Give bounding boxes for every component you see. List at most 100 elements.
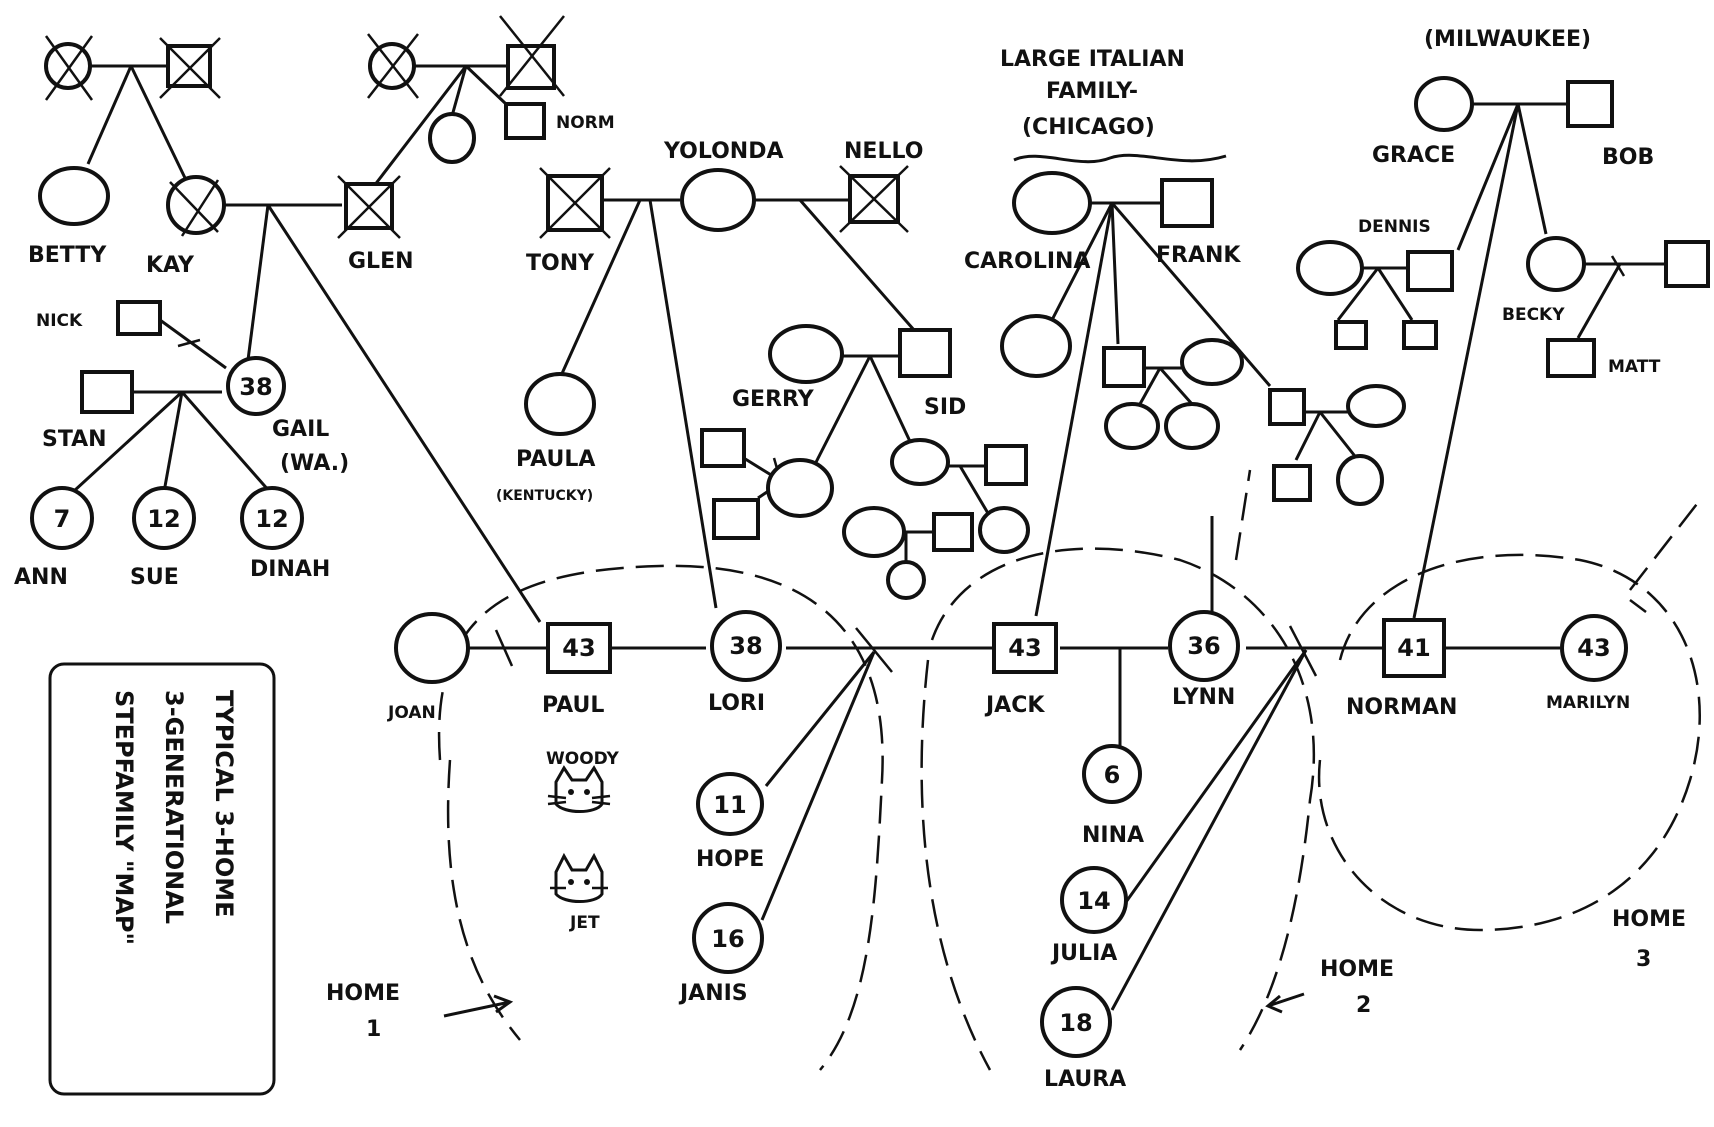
family-annotations: LARGE ITALIAN FAMILY- (CHICAGO) (MILWAUK…: [326, 27, 1686, 1042]
label-kay: KAY: [146, 253, 195, 278]
sue-age: 12: [147, 505, 180, 533]
paul-square: [546, 622, 612, 674]
label-janis: JANIS: [678, 981, 748, 1006]
label-dennis: DENNIS: [1358, 217, 1431, 237]
carolina-grandchild1-circle: [1104, 402, 1160, 450]
home-1-label: HOME: [326, 981, 400, 1006]
marilyn-age: 43: [1577, 634, 1610, 662]
hope-circle: [696, 772, 764, 836]
gerry-grandchild-spouse-square: [932, 512, 974, 552]
annotation-chicago: (CHICAGO): [1022, 115, 1155, 140]
home-2-label: HOME: [1320, 957, 1394, 982]
label-lori: LORI: [708, 691, 765, 716]
label-hope: HOPE: [696, 847, 764, 872]
gerry-daughter-circle: [766, 458, 834, 518]
label-carolina: CAROLINA: [964, 249, 1090, 274]
julia-circle: [1060, 866, 1128, 934]
carolina-son2-square: [1268, 388, 1306, 426]
norman-age: 41: [1397, 634, 1430, 662]
label-nina: NINA: [1082, 823, 1144, 848]
ann-circle: [30, 486, 94, 550]
jack-square: [992, 622, 1058, 674]
home-3-number: 3: [1636, 947, 1651, 972]
lori-circle: [710, 610, 782, 682]
label-marilyn: MARILYN: [1546, 693, 1630, 713]
cat-woody-icon: [547, 765, 611, 813]
label-bob: BOB: [1602, 145, 1654, 170]
dennis-child1-square: [1334, 320, 1368, 350]
gail-circle: [226, 356, 286, 416]
annotation-milwaukee: (MILWAUKEE): [1424, 27, 1591, 52]
label-ann: ANN: [14, 565, 68, 590]
nina-age: 6: [1104, 761, 1121, 789]
gerry-great-grandchild-circle: [886, 560, 926, 600]
julia-age: 14: [1077, 887, 1110, 915]
laura-age: 18: [1059, 1009, 1092, 1037]
sue-circle: [132, 486, 196, 550]
label-betty: BETTY: [28, 243, 107, 268]
dennis-wife-circle: [1296, 240, 1364, 296]
norm-square: [504, 102, 546, 140]
label-gail-location: (WA.): [280, 451, 349, 476]
label-nello: NELLO: [844, 139, 923, 164]
gerry-child-spouse1-square: [700, 428, 746, 468]
home-1-boundary: [437, 564, 884, 1071]
label-julia: JULIA: [1050, 941, 1117, 966]
label-woody: WOODY: [546, 749, 620, 769]
label-laura: LAURA: [1044, 1067, 1126, 1092]
home-boundaries: [437, 469, 1701, 1071]
carolina-son2-wife-circle: [1346, 384, 1406, 428]
annotation-large-italian-1: LARGE ITALIAN: [1000, 47, 1185, 72]
label-tony: TONY: [526, 251, 595, 276]
glen-sister-circle: [428, 112, 476, 164]
paul-age: 43: [562, 634, 595, 662]
label-paula-location: (KENTUCKY): [496, 488, 593, 504]
dennis-child2-square: [1402, 320, 1438, 350]
becky-circle: [1526, 236, 1586, 292]
dennis-square: [1406, 250, 1454, 292]
joan-circle: [394, 612, 470, 684]
frank-square: [1160, 178, 1214, 228]
label-lynn: LYNN: [1172, 685, 1235, 710]
label-gerry: GERRY: [732, 387, 815, 412]
annotation-large-italian-2: FAMILY-: [1046, 79, 1138, 104]
dinah-circle: [240, 486, 304, 550]
label-glen: GLEN: [348, 249, 414, 274]
label-gail: GAIL: [272, 417, 329, 442]
gerry-child-spouse2-square: [712, 498, 760, 540]
title-line-1: TYPICAL 3-HOME: [210, 690, 238, 918]
gerry-grandchild-circle: [842, 506, 906, 558]
title-line-3: STEPFAMILY "MAP": [110, 690, 138, 945]
becky-ex-square: [1664, 240, 1710, 288]
carolina-daughter-circle: [1000, 314, 1072, 378]
paula-circle: [524, 372, 596, 436]
hope-age: 11: [713, 791, 746, 819]
title-line-2: 3-GENERATIONAL: [160, 690, 188, 924]
home-1-number: 1: [366, 1017, 381, 1042]
carolina-son1-wife-circle: [1180, 338, 1244, 386]
label-jack: JACK: [984, 693, 1045, 718]
betty-circle: [38, 166, 110, 226]
laura-circle: [1040, 986, 1112, 1058]
label-norm: NORM: [556, 113, 615, 133]
norman-square: [1382, 618, 1446, 678]
ann-age: 7: [54, 505, 71, 533]
relationship-lines: [60, 64, 1666, 1011]
nick-square: [116, 300, 162, 336]
sid-daughter-spouse-square: [984, 444, 1028, 486]
sid-daughter-circle: [890, 438, 950, 486]
label-nick: NICK: [36, 311, 83, 331]
sid-grandchild-circle: [978, 506, 1030, 554]
title-box: TYPICAL 3-HOME 3-GENERATIONAL STEPFAMILY…: [48, 662, 276, 1096]
home-3-boundary: [1317, 553, 1701, 932]
home-2-number: 2: [1356, 993, 1371, 1018]
label-stan: STAN: [42, 427, 107, 452]
carolina-grandchild4-circle: [1336, 454, 1384, 506]
label-paula: PAULA: [516, 447, 595, 472]
carolina-son1-square: [1102, 346, 1146, 388]
name-labels: BETTY KAY GLEN NORM TONY YOLONDA NELLO C…: [14, 113, 1661, 1092]
people-shapes: [30, 15, 1710, 1058]
label-becky: BECKY: [1502, 305, 1565, 325]
